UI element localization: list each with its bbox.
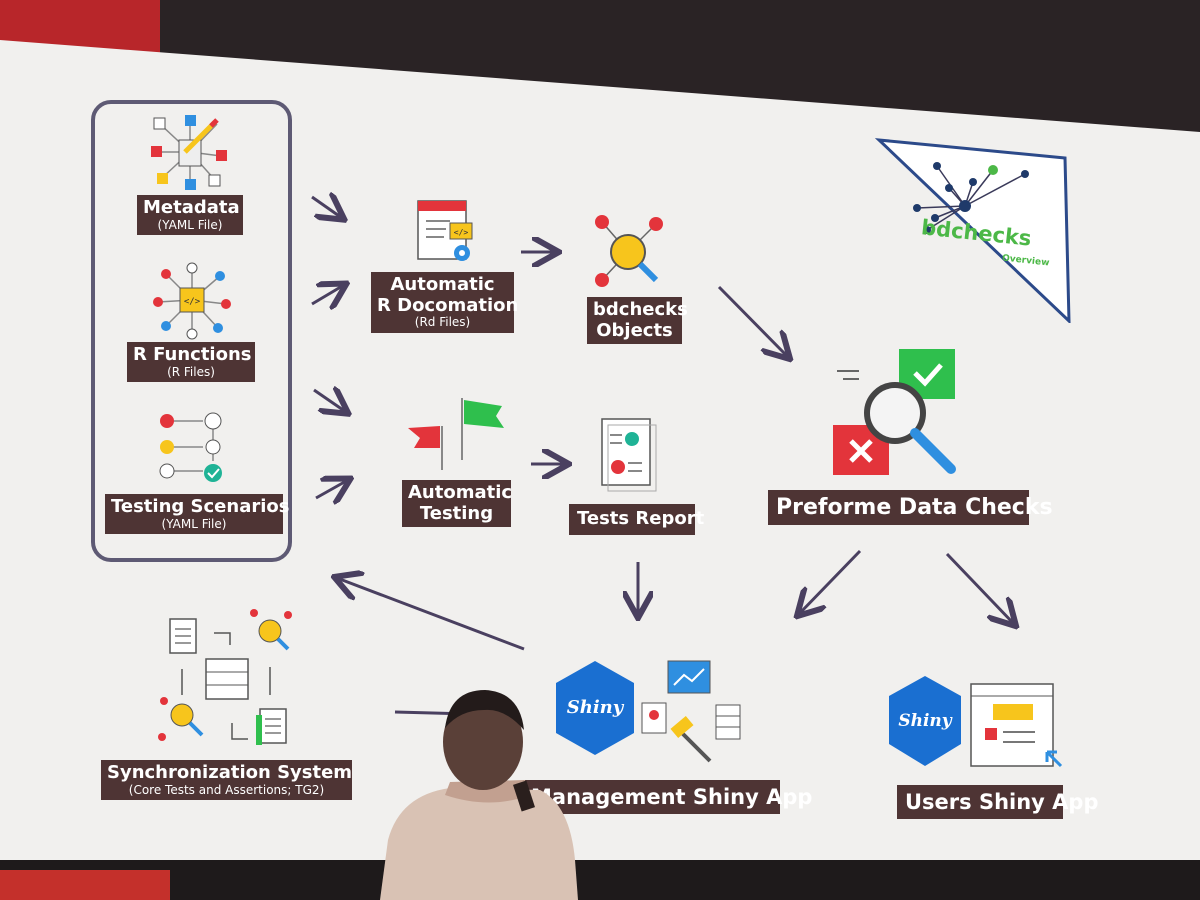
documentation-icon: </> xyxy=(417,200,473,261)
testing-scenarios-icon xyxy=(159,412,222,482)
metadata-title: Metadata xyxy=(143,197,240,218)
sync-system-title: Synchronization System xyxy=(107,762,353,783)
arrow-checks-to-users xyxy=(945,552,1014,624)
documentation-title-line2: R Docomation xyxy=(377,294,519,316)
bdchecks-objects-line1: bdchecks xyxy=(593,299,688,320)
data-checks-title: Preforme Data Checks xyxy=(776,495,1053,520)
management-shiny-label: Management Shiny App xyxy=(523,780,813,815)
svg-text:</>: </> xyxy=(454,228,469,237)
data-checks-icon xyxy=(833,349,956,475)
inputs-group-frame xyxy=(91,100,292,562)
metadata-subtitle: (YAML File) xyxy=(157,217,223,232)
arrow-management-to-sync xyxy=(337,578,525,651)
data-checks-label: Preforme Data Checks xyxy=(768,490,1053,526)
automatic-testing-label: Automatic Testing xyxy=(402,480,513,528)
automatic-testing-icon xyxy=(408,398,504,470)
bdchecks-objects-icon xyxy=(595,215,663,287)
arrow-functions-to-testing xyxy=(313,390,346,412)
sync-system-label: Synchronization System (Core Tests and A… xyxy=(101,760,353,801)
r-functions-subtitle: (R Files) xyxy=(167,364,215,379)
sync-system-icon xyxy=(158,609,292,745)
arrow-scenarios-to-testing xyxy=(315,480,348,498)
connector-sync-management xyxy=(394,710,471,716)
management-shiny-title: Management Shiny App xyxy=(531,785,813,809)
svg-text:</>: </> xyxy=(184,297,201,307)
metadata-label: Metadata (YAML File) xyxy=(137,195,243,236)
users-shiny-title: Users Shiny App xyxy=(905,790,1099,814)
arrow-metadata-to-doc xyxy=(311,197,342,218)
testing-scenarios-title: Testing Scenarios xyxy=(111,496,290,517)
sync-system-subtitle: (Core Tests and Assertions; TG2) xyxy=(128,782,325,797)
metadata-icon xyxy=(151,115,227,190)
testing-scenarios-subtitle: (YAML File) xyxy=(161,516,227,531)
bdchecks-overview-badge xyxy=(875,138,1071,323)
shiny-logo-text-users: Shiny xyxy=(898,711,952,731)
r-functions-icon: </> xyxy=(153,262,231,340)
management-shiny-icon: Shiny xyxy=(556,660,741,763)
arrow-checks-to-management xyxy=(799,549,862,614)
users-shiny-label: Users Shiny App xyxy=(897,785,1099,820)
documentation-title-line1: Automatic xyxy=(390,274,495,295)
automatic-testing-line1: Automatic xyxy=(408,482,513,503)
arrow-objects-to-checks xyxy=(717,285,788,357)
r-functions-label: R Functions (R Files) xyxy=(127,342,255,383)
documentation-subtitle: (Rd Files) xyxy=(414,315,471,330)
tests-report-icon xyxy=(601,418,657,492)
automatic-testing-line2: Testing xyxy=(419,502,494,524)
bdchecks-objects-label: bdchecks Objects xyxy=(587,297,688,345)
documentation-label: Automatic R Docomation (Rd Files) xyxy=(371,272,519,334)
stage-floor-accent xyxy=(0,870,170,900)
testing-scenarios-label: Testing Scenarios (YAML File) xyxy=(105,494,290,535)
r-functions-title: R Functions xyxy=(133,344,252,365)
tests-report-label: Tests Report xyxy=(569,504,705,535)
shiny-logo-text: Shiny xyxy=(567,697,625,718)
bdchecks-objects-line2: Objects xyxy=(596,319,673,341)
arrow-functions-to-doc xyxy=(311,285,344,304)
tests-report-title: Tests Report xyxy=(577,508,705,529)
users-shiny-icon: Shiny xyxy=(889,676,1063,768)
stage-floor xyxy=(0,860,1200,900)
